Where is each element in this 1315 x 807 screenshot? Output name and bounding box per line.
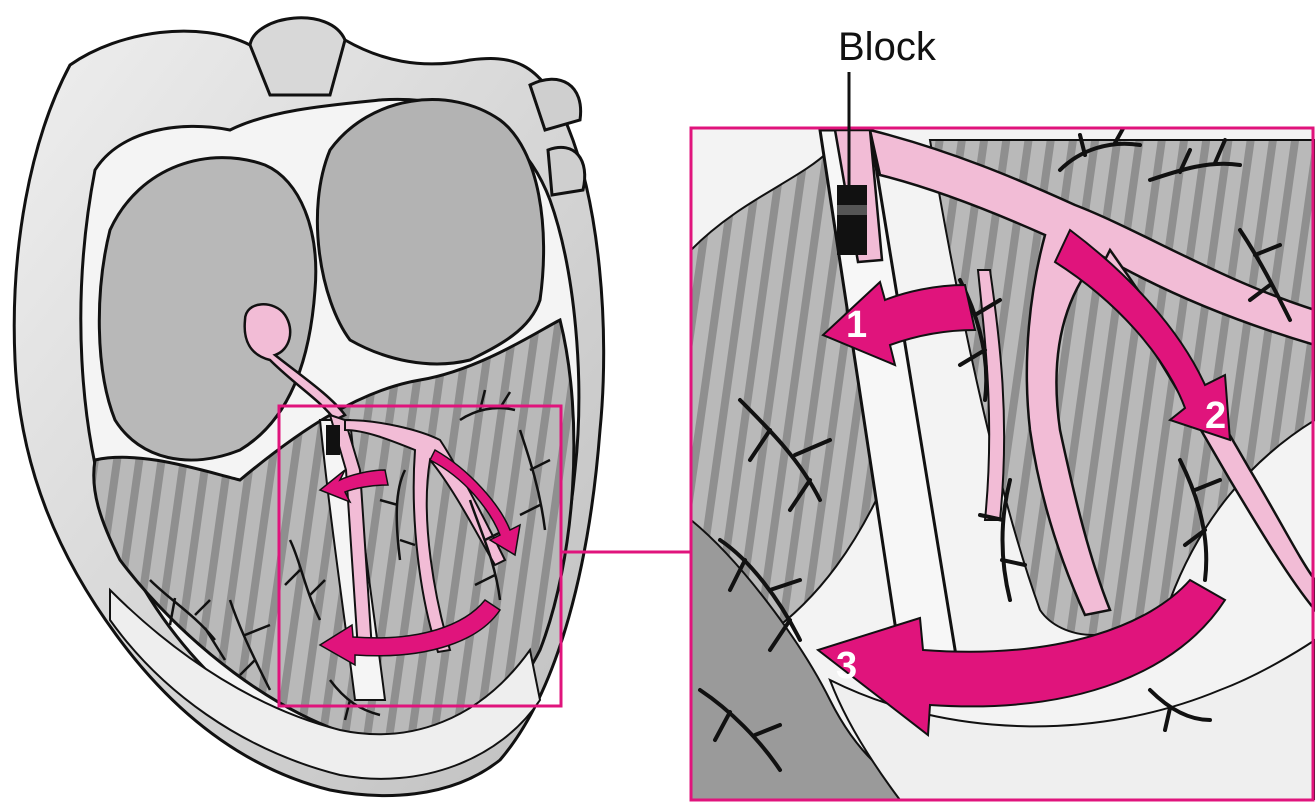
- left-atrium: [317, 100, 543, 364]
- block-label: Block: [838, 25, 937, 69]
- aorta: [250, 18, 345, 95]
- arrow-1-label: 1: [846, 304, 867, 346]
- block-marker-band: [837, 205, 867, 215]
- heart-block-marker: [326, 425, 340, 455]
- block-marker: [837, 185, 867, 255]
- arrow-3-label: 3: [836, 645, 857, 687]
- arrow-2-label: 2: [1205, 395, 1226, 437]
- zoom-inset: 1 2 3: [691, 125, 1315, 800]
- pulmonary-vein-lower: [548, 147, 585, 195]
- heart: [14, 18, 603, 796]
